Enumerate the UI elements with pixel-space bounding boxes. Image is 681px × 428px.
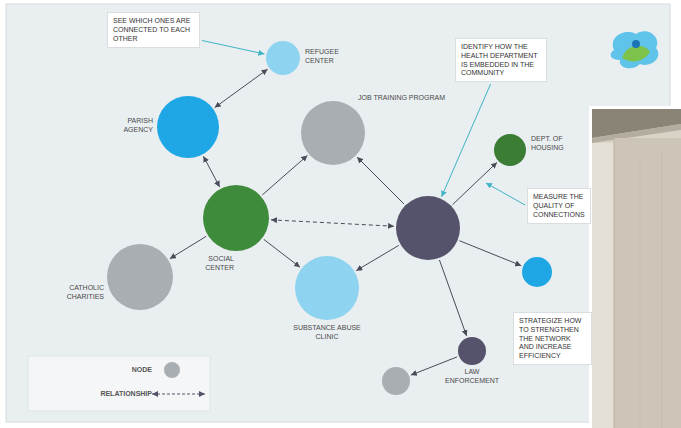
callout-text: STRATEGIZE HOW TO STRENGTHEN THE NETWORK… [514, 313, 591, 365]
node-circle-shape [157, 96, 219, 158]
node-label: REFUGEE CENTER [305, 48, 347, 66]
leader-arrow [442, 84, 491, 197]
photo-inset [589, 106, 681, 428]
network-node: CATHOLIC CHARITIES [107, 244, 173, 310]
legend-entry: RELATIONSHIP [56, 390, 152, 398]
network-node: REFUGEE CENTER [266, 41, 300, 75]
node-circle-shape [522, 257, 552, 287]
relationship-arrow [215, 69, 268, 107]
node-circle [382, 367, 410, 395]
node-label: CATHOLIC CHARITIES [50, 284, 104, 302]
leader-arrow [202, 40, 264, 54]
network-node: JOB TRAINING PROGRAM [301, 101, 365, 165]
relationship-arrow [411, 357, 457, 375]
node-label: PARISH AGENCY [110, 117, 153, 135]
callout-box: MEASURE THE QUALITY OF CONNECTIONS [527, 188, 591, 224]
network-node: LAW ENFORCEMENT [458, 337, 486, 365]
node-circle [266, 41, 300, 75]
legend-node-sample [164, 362, 180, 378]
leader-line [486, 183, 525, 205]
node-circle-shape [266, 41, 300, 75]
logo [611, 31, 659, 68]
legend-entry: NODE [56, 366, 152, 374]
relationship-arrow [453, 162, 497, 204]
callout-box: SEE WHICH ONES ARE CONNECTED TO EACH OTH… [107, 12, 200, 48]
legend-text: RELATIONSHIP [100, 390, 152, 397]
relationship-arrow [356, 245, 399, 270]
node-label: DEPT. OF HOUSING [531, 135, 581, 153]
network-node [522, 257, 552, 287]
network-node: PARISH AGENCY [157, 96, 219, 158]
node-circle-shape [494, 134, 526, 166]
node-circle-shape [458, 337, 486, 365]
legend-relationship-sample [152, 394, 205, 395]
node-circle-shape [203, 185, 269, 251]
hub-node [396, 196, 460, 260]
network-node [382, 367, 410, 395]
node-circle [157, 96, 219, 158]
network-node: SOCIAL CENTER [203, 185, 269, 251]
legend-box [28, 356, 210, 411]
node-circle [107, 244, 173, 310]
network-node: SUBSTANCE ABUSE CLINIC [295, 256, 359, 320]
node-label: SOCIAL CENTER [188, 255, 234, 273]
relationship-arrow [264, 239, 300, 267]
node-label-group: SOCIAL CENTER [188, 255, 234, 273]
node-circle [494, 134, 526, 166]
callout-box: IDENTIFY HOW THE HEALTH DEPARTMENT IS EM… [455, 38, 547, 82]
node-label: SUBSTANCE ABUSE CLINIC [293, 324, 361, 342]
relationship-arrow [460, 241, 522, 266]
relationship-arrow [170, 236, 206, 258]
network-node: DEPT. OF HOUSING [494, 134, 526, 166]
node-circle-shape [396, 196, 460, 260]
node-circle [301, 101, 365, 165]
node-circle-shape [301, 101, 365, 165]
node-label: LAW ENFORCEMENT [442, 368, 502, 386]
node-label-group: DEPT. OF HOUSING [531, 135, 581, 153]
node-label: JOB TRAINING PROGRAM [358, 94, 462, 103]
legend-text: NODE [132, 366, 152, 373]
relationship-arrow [262, 155, 307, 195]
node-label-group: SUBSTANCE ABUSE CLINIC [293, 324, 361, 342]
node-circle [522, 257, 552, 287]
relationship-arrow [357, 157, 404, 204]
node-label-group: REFUGEE CENTER [305, 48, 347, 66]
node-circle-shape [382, 367, 410, 395]
callout-text: MEASURE THE QUALITY OF CONNECTIONS [528, 189, 590, 223]
slide-panel [6, 4, 670, 422]
callout-text: IDENTIFY HOW THE HEALTH DEPARTMENT IS EM… [456, 39, 546, 82]
node-label-group: LAW ENFORCEMENT [442, 368, 502, 386]
node-circle [458, 337, 486, 365]
relationship-arrow [203, 156, 219, 187]
callout-box: STRATEGIZE HOW TO STRENGTHEN THE NETWORK… [513, 312, 592, 365]
node-circle-shape [295, 256, 359, 320]
node-label-group: PARISH AGENCY [110, 117, 153, 135]
node-label-group: JOB TRAINING PROGRAM [358, 94, 462, 103]
callout-text: SEE WHICH ONES ARE CONNECTED TO EACH OTH… [108, 13, 199, 47]
node-label-group: CATHOLIC CHARITIES [50, 284, 104, 302]
node-circle-shape [107, 244, 173, 310]
relationship-arrow [439, 260, 466, 336]
relationship-arrow [271, 220, 394, 226]
node-circle [295, 256, 359, 320]
node-circle [396, 196, 460, 260]
node-circle [203, 185, 269, 251]
